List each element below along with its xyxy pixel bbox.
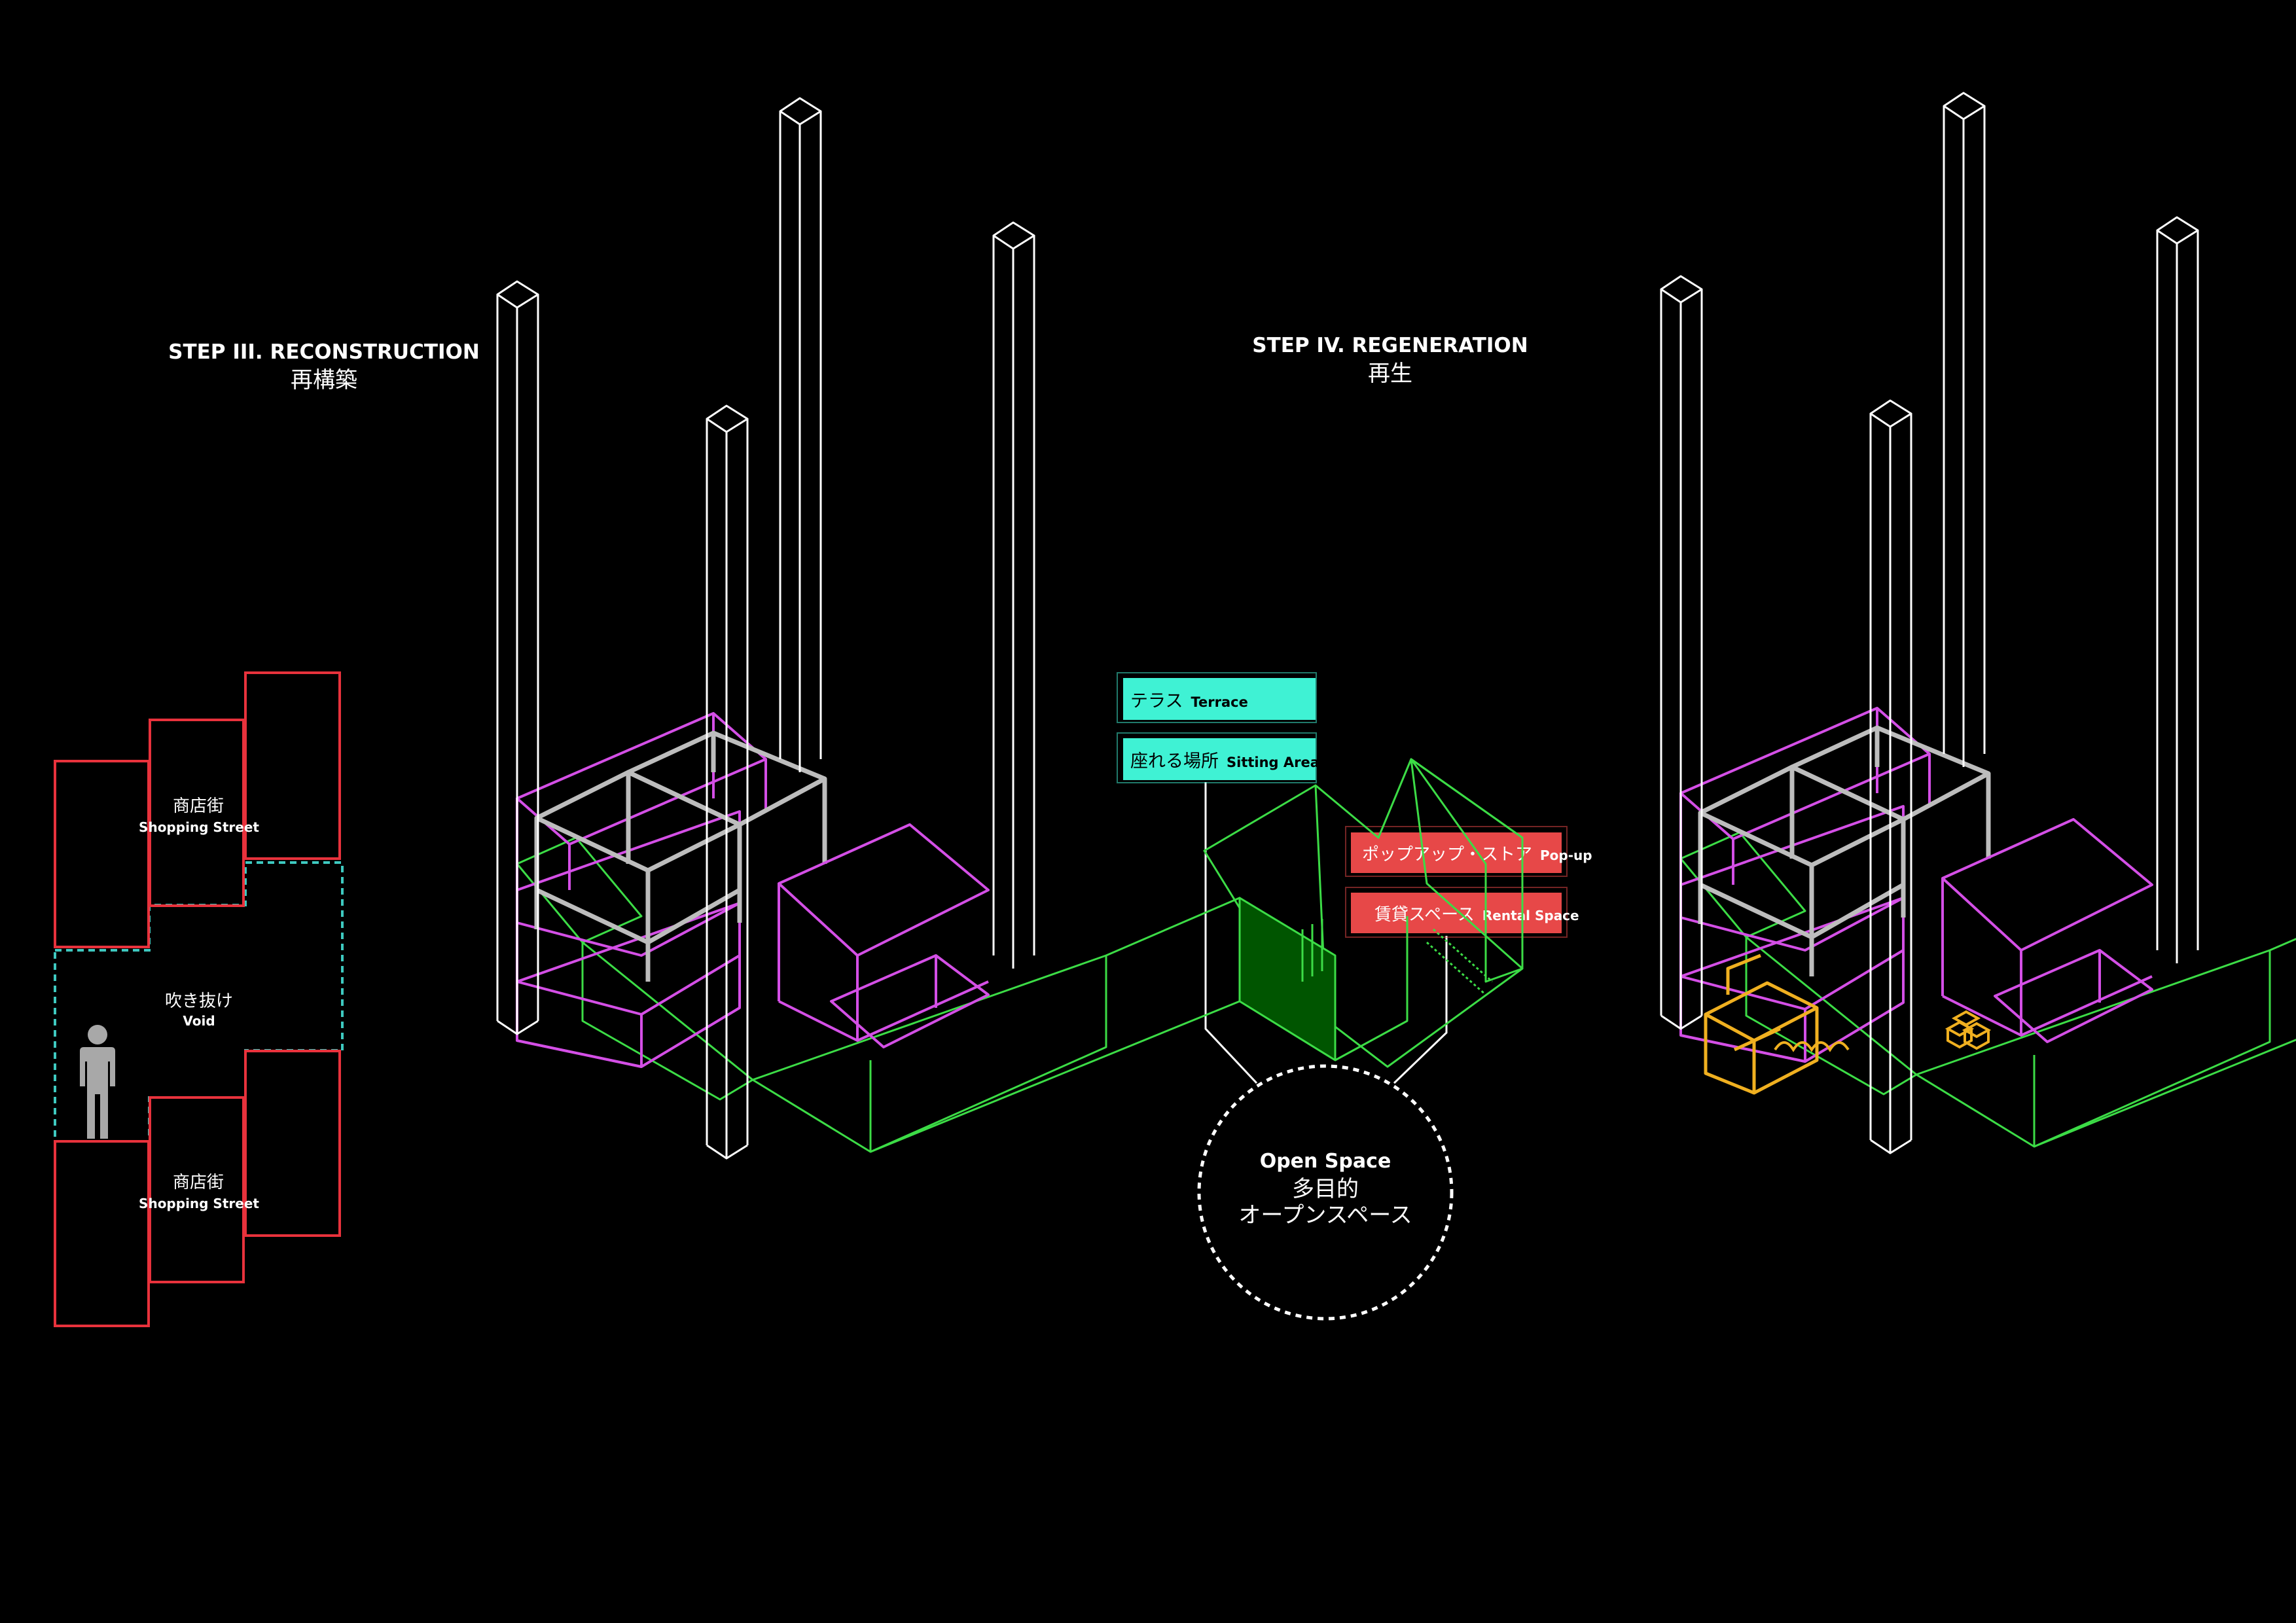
open-space-jp1: 多目的 — [1292, 1177, 1359, 1202]
terrace-en: Terrace — [1191, 694, 1247, 710]
open-space-label: Open Space 多目的 オープンスペース — [1238, 1150, 1412, 1228]
sitting-en: Sitting Area — [1227, 755, 1319, 770]
top-street-label-jp: 商店街 — [173, 796, 224, 815]
person-figure-icon — [80, 1025, 115, 1139]
shop-block — [149, 719, 245, 907]
shop-block — [244, 671, 341, 860]
street-plan — [54, 671, 344, 1327]
plan-labels: 商店街 Shopping Street 吹き抜け Void 商店街 Shoppi… — [139, 796, 259, 1211]
step3-title-jp: 再構築 — [291, 368, 357, 393]
sitting-area-tag: 座れる場所 Sitting Area — [1117, 732, 1319, 783]
step4-title-en: STEP IV. REGENERATION — [1252, 334, 1528, 357]
open-space-circle — [1197, 1064, 1454, 1321]
shop-block — [244, 1050, 341, 1237]
svg-text:賃貸スペース Rental Space: 賃貸スペース Rental Space — [1374, 904, 1579, 924]
svg-text:座れる場所 Sitting Area: 座れる場所 Sitting Area — [1130, 751, 1319, 771]
awning — [1774, 1041, 1850, 1052]
connector-lines — [1204, 782, 1448, 1084]
step3-title: STEP III. RECONSTRUCTION 再構築 — [168, 340, 480, 393]
rental-space-tag: 賃貸スペース Rental Space — [1345, 887, 1579, 938]
void-label-en: Void — [183, 1013, 215, 1029]
open-space-en: Open Space — [1260, 1150, 1391, 1173]
rental-jp: 賃貸スペース — [1374, 904, 1475, 924]
top-street-label-en: Shopping Street — [139, 819, 259, 835]
bottom-street-label-jp: 商店街 — [173, 1172, 224, 1192]
step4-title-jp: 再生 — [1368, 361, 1412, 386]
program-tags: テラス Terrace 座れる場所 Sitting Area ポップアップ・スト… — [1117, 672, 1592, 1321]
popup-en: Pop-up — [1540, 847, 1592, 863]
sitting-jp: 座れる場所 — [1130, 751, 1219, 771]
popup-jp: ポップアップ・ストア — [1362, 844, 1532, 864]
void-label-jp: 吹き抜け — [165, 991, 233, 1010]
svg-text:ポップアップ・ストア Pop-up: ポップアップ・ストア Pop-up — [1362, 844, 1592, 864]
terrace-tag: テラス Terrace — [1117, 672, 1317, 723]
seating-cubes — [1945, 1010, 1992, 1050]
rental-en: Rental Space — [1482, 908, 1579, 923]
popup-tag: ポップアップ・ストア Pop-up — [1345, 826, 1592, 877]
step3-title-en: STEP III. RECONSTRUCTION — [168, 340, 480, 364]
open-space-jp2: オープンスペース — [1238, 1203, 1412, 1228]
bottom-street-label-en: Shopping Street — [139, 1196, 259, 1211]
shop-block — [149, 1096, 245, 1283]
step4-axonometric — [1661, 93, 2296, 1153]
terrace-jp: テラス — [1130, 691, 1183, 711]
step4-title: STEP IV. REGENERATION 再生 — [1252, 334, 1528, 386]
popup-furniture — [1704, 954, 1819, 1095]
svg-text:テラス Terrace: テラス Terrace — [1130, 691, 1248, 711]
